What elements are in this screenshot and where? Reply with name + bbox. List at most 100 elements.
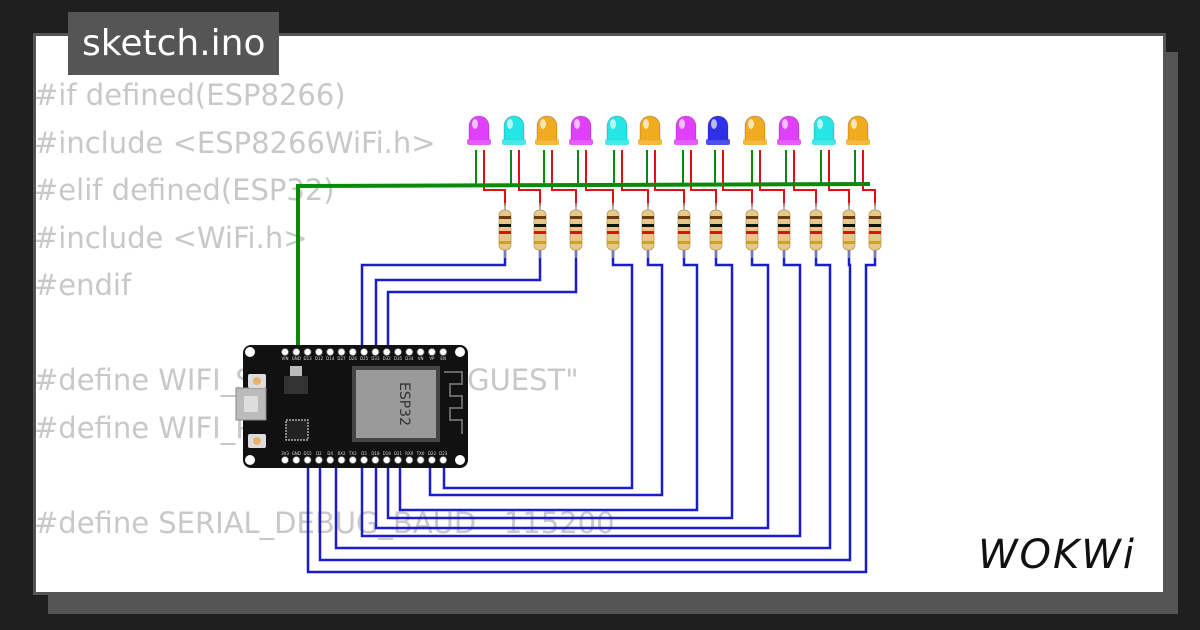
resistor-band bbox=[607, 224, 619, 227]
led-rim bbox=[846, 139, 870, 145]
pin-label-bottom: TX2 bbox=[348, 451, 357, 456]
mount-hole bbox=[455, 347, 465, 357]
pin-top bbox=[314, 348, 323, 356]
pin-label-bottom: D19 bbox=[383, 451, 392, 456]
resistor-body bbox=[533, 209, 547, 251]
led-rim bbox=[706, 139, 730, 145]
wokwi-logo: WOKWi bbox=[978, 532, 1136, 578]
led-highlight bbox=[711, 119, 717, 129]
resistor-band bbox=[570, 231, 582, 234]
file-tab[interactable]: sketch.ino bbox=[68, 12, 280, 75]
resistor-band bbox=[869, 216, 881, 219]
led-wire bbox=[483, 150, 506, 206]
pin-top bbox=[326, 348, 335, 356]
led-body bbox=[813, 115, 835, 141]
pin-label-bottom: TX0 bbox=[416, 451, 425, 456]
resistor-band bbox=[746, 224, 758, 227]
chip-label: ESP32 bbox=[396, 382, 412, 426]
resistor-band bbox=[570, 216, 582, 219]
led-highlight bbox=[643, 119, 649, 129]
resistor-body bbox=[868, 209, 882, 251]
resistor-band bbox=[746, 231, 758, 234]
pin-label-top: VP bbox=[429, 356, 435, 361]
boot-button-cap bbox=[253, 437, 261, 445]
led-body bbox=[639, 115, 661, 141]
led-wire bbox=[551, 150, 577, 206]
resistor-body bbox=[745, 209, 759, 251]
led-highlight bbox=[679, 119, 685, 129]
resistor-body bbox=[606, 209, 620, 251]
pin-top bbox=[292, 348, 301, 356]
led-wire bbox=[759, 150, 785, 206]
led-wire bbox=[654, 150, 685, 206]
resistor-body bbox=[677, 209, 691, 251]
pin-label-top: D14 bbox=[326, 356, 335, 361]
led-rim bbox=[502, 139, 526, 145]
pin-label-bottom: D2 bbox=[316, 451, 322, 456]
pin-top bbox=[348, 348, 357, 356]
pin-label-top: D26 bbox=[349, 356, 358, 361]
led-rim bbox=[569, 139, 593, 145]
pin-label-top: EN bbox=[440, 356, 446, 361]
resistor-band bbox=[843, 241, 855, 244]
pin-bottom bbox=[427, 456, 436, 464]
resistor-body bbox=[842, 209, 856, 251]
signal-wire bbox=[374, 250, 770, 530]
led-body bbox=[503, 115, 525, 141]
pin-label-bottom: D5 bbox=[361, 451, 367, 456]
led-rim bbox=[467, 139, 491, 145]
pin-label-top: D27 bbox=[337, 356, 346, 361]
led-body bbox=[606, 115, 628, 141]
pin-label-top: D33 bbox=[371, 356, 380, 361]
led-wire bbox=[793, 150, 817, 206]
code-line: #include <ESP8266WiFi.h> bbox=[34, 125, 436, 160]
resistor-band bbox=[499, 231, 511, 234]
pin-label-bottom: D21 bbox=[394, 451, 403, 456]
led-wire bbox=[828, 150, 850, 206]
signal-wire bbox=[334, 250, 832, 550]
led-wire bbox=[621, 150, 649, 206]
signal-wire bbox=[428, 250, 664, 497]
resistor-band bbox=[843, 224, 855, 227]
led-highlight bbox=[540, 119, 546, 129]
resistor-band bbox=[710, 216, 722, 219]
led-rim bbox=[605, 139, 629, 145]
led-wire bbox=[690, 150, 717, 206]
resistor-band bbox=[678, 231, 690, 234]
led-body bbox=[570, 115, 592, 141]
pin-top bbox=[439, 348, 448, 356]
led-body bbox=[707, 115, 729, 141]
pin-bottom bbox=[360, 456, 369, 464]
signal-wire bbox=[306, 250, 877, 574]
pin-bottom bbox=[348, 456, 357, 464]
pin-label-bottom: D23 bbox=[439, 451, 448, 456]
resistor-band bbox=[642, 224, 654, 227]
pin-bottom bbox=[394, 456, 402, 464]
pin-label-bottom: 3V3 bbox=[281, 451, 289, 456]
led-highlight bbox=[851, 119, 857, 129]
wokwi-logo-text: WOKWi bbox=[978, 532, 1136, 578]
pin-label-bottom: D18 bbox=[371, 451, 380, 456]
resistor-body bbox=[498, 209, 512, 251]
resistor-band bbox=[810, 224, 822, 227]
regulator bbox=[284, 376, 308, 394]
pin-bottom bbox=[337, 456, 346, 464]
pin-label-top: D25 bbox=[360, 356, 369, 361]
led-rim bbox=[535, 139, 559, 145]
resistor-band bbox=[499, 216, 511, 219]
pin-top bbox=[281, 348, 289, 356]
pin-top bbox=[371, 348, 380, 356]
resistor-band bbox=[778, 224, 790, 227]
resistor-band bbox=[499, 241, 511, 244]
antenna-trace bbox=[444, 371, 463, 434]
pin-bottom bbox=[382, 456, 391, 464]
usb-uart-chip bbox=[285, 419, 309, 441]
resistor-band bbox=[499, 224, 511, 227]
led-rim bbox=[812, 139, 836, 145]
resistor-band bbox=[869, 224, 881, 227]
resistor-band bbox=[534, 216, 546, 219]
resistor-band bbox=[778, 241, 790, 244]
pin-label-top: VIN bbox=[282, 356, 289, 361]
signal-wire bbox=[398, 250, 699, 512]
